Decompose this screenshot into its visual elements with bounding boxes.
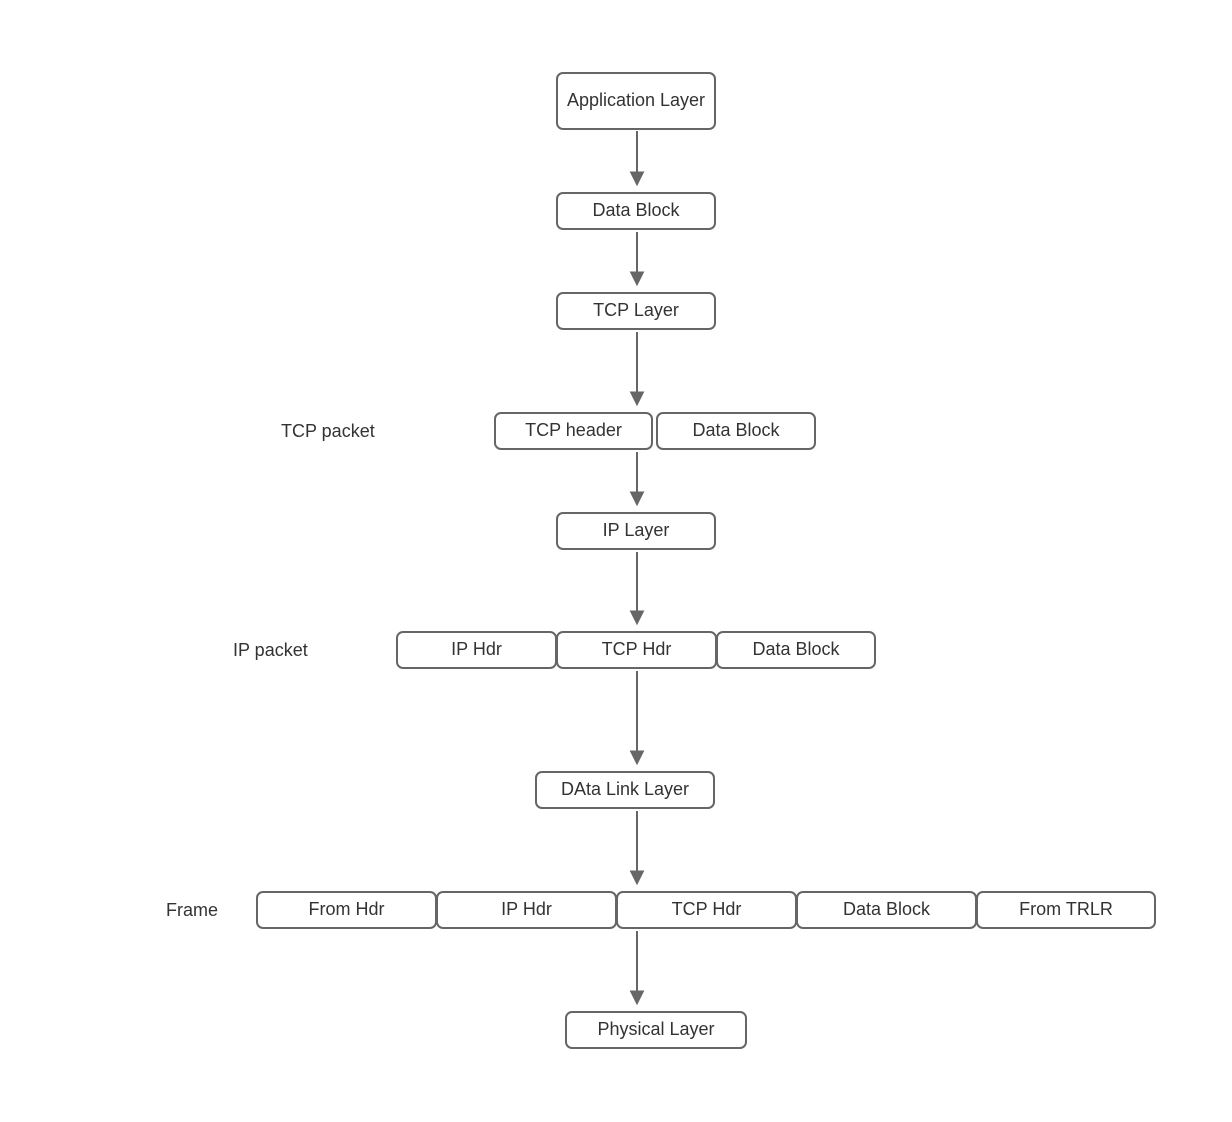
- node-data-link-layer: DAta Link Layer: [535, 771, 715, 809]
- node-physical-layer: Physical Layer: [565, 1011, 747, 1049]
- node-application-layer: Application Layer: [556, 72, 716, 130]
- node-tcp-hdr: TCP Hdr: [556, 631, 717, 669]
- label-tcp-packet: TCP packet: [281, 420, 375, 441]
- node-ip-layer: IP Layer: [556, 512, 716, 550]
- node-tcp-header: TCP header: [494, 412, 653, 450]
- node-frame-tcp-hdr: TCP Hdr: [616, 891, 797, 929]
- node-frame-ip-hdr: IP Hdr: [436, 891, 617, 929]
- node-frame-from-trlr: From TRLR: [976, 891, 1156, 929]
- node-frame-from-hdr: From Hdr: [256, 891, 437, 929]
- node-tcp-packet-data-block: Data Block: [656, 412, 816, 450]
- node-data-block-top: Data Block: [556, 192, 716, 230]
- node-ip-packet-data-block: Data Block: [716, 631, 876, 669]
- label-frame: Frame: [166, 899, 219, 920]
- label-ip-packet: IP packet: [233, 639, 308, 660]
- node-tcp-layer: TCP Layer: [556, 292, 716, 330]
- node-ip-hdr: IP Hdr: [396, 631, 557, 669]
- node-frame-data-block: Data Block: [796, 891, 977, 929]
